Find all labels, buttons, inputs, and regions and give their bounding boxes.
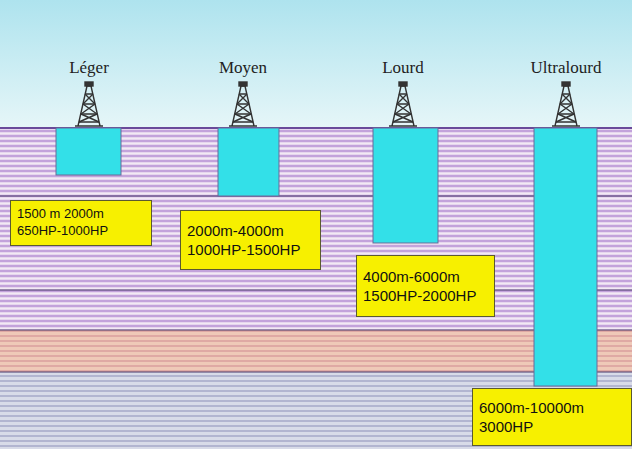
depth-power-box: 1500 m 2000m650HP-1000HP <box>10 200 152 246</box>
box-text: 650HP-1000HP <box>17 223 145 240</box>
depth-power-box: 4000m-6000m1500HP-2000HP <box>356 255 495 317</box>
box-text: 3000HP <box>479 417 625 437</box>
box-text: 1500 m 2000m <box>17 206 145 223</box>
box-text: 2000m-4000m <box>187 221 314 241</box>
rig-class-label: Moyen <box>219 58 267 78</box>
box-text: 1500HP-2000HP <box>363 286 488 306</box>
box-text: 1000HP-1500HP <box>187 240 314 260</box>
rig-class-label: Lourd <box>382 58 424 78</box>
depth-power-box: 6000m-10000m3000HP <box>472 388 632 446</box>
rig-class-label: Léger <box>69 58 109 78</box>
box-text: 6000m-10000m <box>479 398 625 418</box>
depth-power-box: 2000m-4000m1000HP-1500HP <box>180 210 321 270</box>
box-text: 4000m-6000m <box>363 267 488 287</box>
rig-class-label: Ultralourd <box>531 58 602 78</box>
